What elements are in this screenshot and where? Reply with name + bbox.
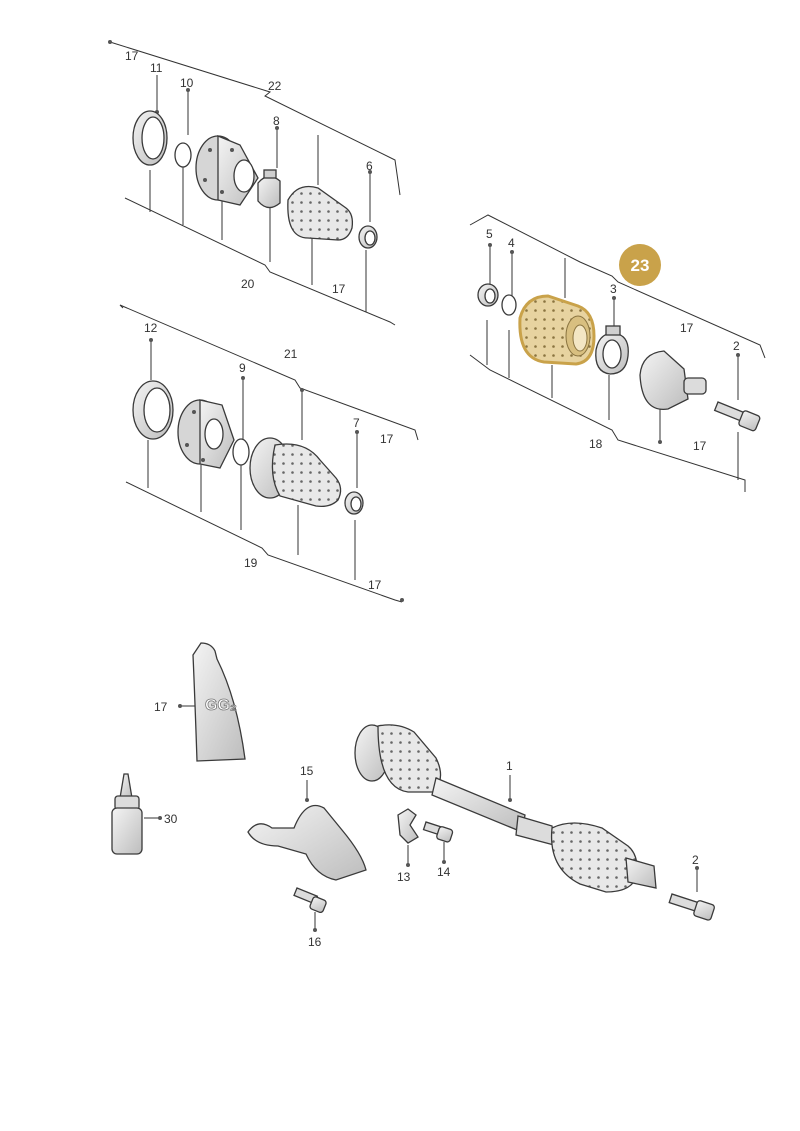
label-4: 4 [508,236,515,250]
flange-hub [177,399,235,469]
cv-boot-flanged [249,437,342,508]
tube-label: GG₂ [205,697,237,714]
label-21: 21 [284,347,298,361]
label-16: 16 [308,935,322,949]
grease-tube: GG₂ [192,642,246,762]
bracket-22 [109,41,401,196]
label-20: 20 [241,277,255,291]
o-ring-9 [232,438,250,466]
label-8: 8 [273,114,280,128]
flange-housing [195,135,259,206]
bolt-2-bottom [668,893,715,921]
label-17: 17 [125,49,139,63]
o-ring-4 [501,294,517,316]
label-1: 1 [506,759,513,773]
label-2: 2 [733,339,740,353]
label-17: 17 [693,439,707,453]
label-11: 11 [150,61,163,75]
label-18: 18 [589,437,603,451]
bracket-18 [469,354,746,492]
label-10: 10 [180,76,194,90]
label-12: 12 [144,321,158,335]
label-3: 3 [610,282,617,296]
group-bottom: GG₂ 17 30 15 16 13 14 [111,642,715,949]
label-14: 14 [437,865,451,879]
label-17: 17 [154,700,168,714]
label-15: 15 [300,764,314,778]
group-top-right: 23 5 4 3 17 2 18 17 [469,214,766,492]
label-13: 13 [397,870,411,884]
group-middle-left: 12 21 9 7 17 19 17 [119,304,419,603]
label-22: 22 [268,79,282,93]
bracket-19 [125,481,403,603]
bracket-20 [124,197,396,326]
cv-joint [639,350,707,410]
callout-number: 23 [631,256,650,275]
o-ring-10 [174,142,192,168]
label-6: 6 [366,159,373,173]
label-30: 30 [164,812,178,826]
label-2: 2 [692,853,699,867]
heat-shield [247,804,367,881]
label-17: 17 [380,432,394,446]
bracket-top [469,214,766,359]
group-top-left: 17 11 10 22 8 6 20 17 [108,40,401,326]
cv-boot-upper [287,185,354,241]
bolt-2-top [713,401,761,432]
drive-shaft [354,724,657,893]
label-5: 5 [486,227,493,241]
label-17: 17 [332,282,346,296]
bolt-14 [422,821,454,843]
clamp-8 [257,175,281,209]
lock-plate [397,808,419,844]
label-17: 17 [680,321,694,335]
callout-23[interactable]: 23 [619,244,661,286]
label-9: 9 [239,361,246,375]
label-19: 19 [244,556,258,570]
sealant-bottle [111,773,143,855]
bolt-16 [293,887,327,914]
label-17: 17 [368,578,382,592]
bracket-21 [119,304,419,441]
label-7: 7 [353,416,360,430]
